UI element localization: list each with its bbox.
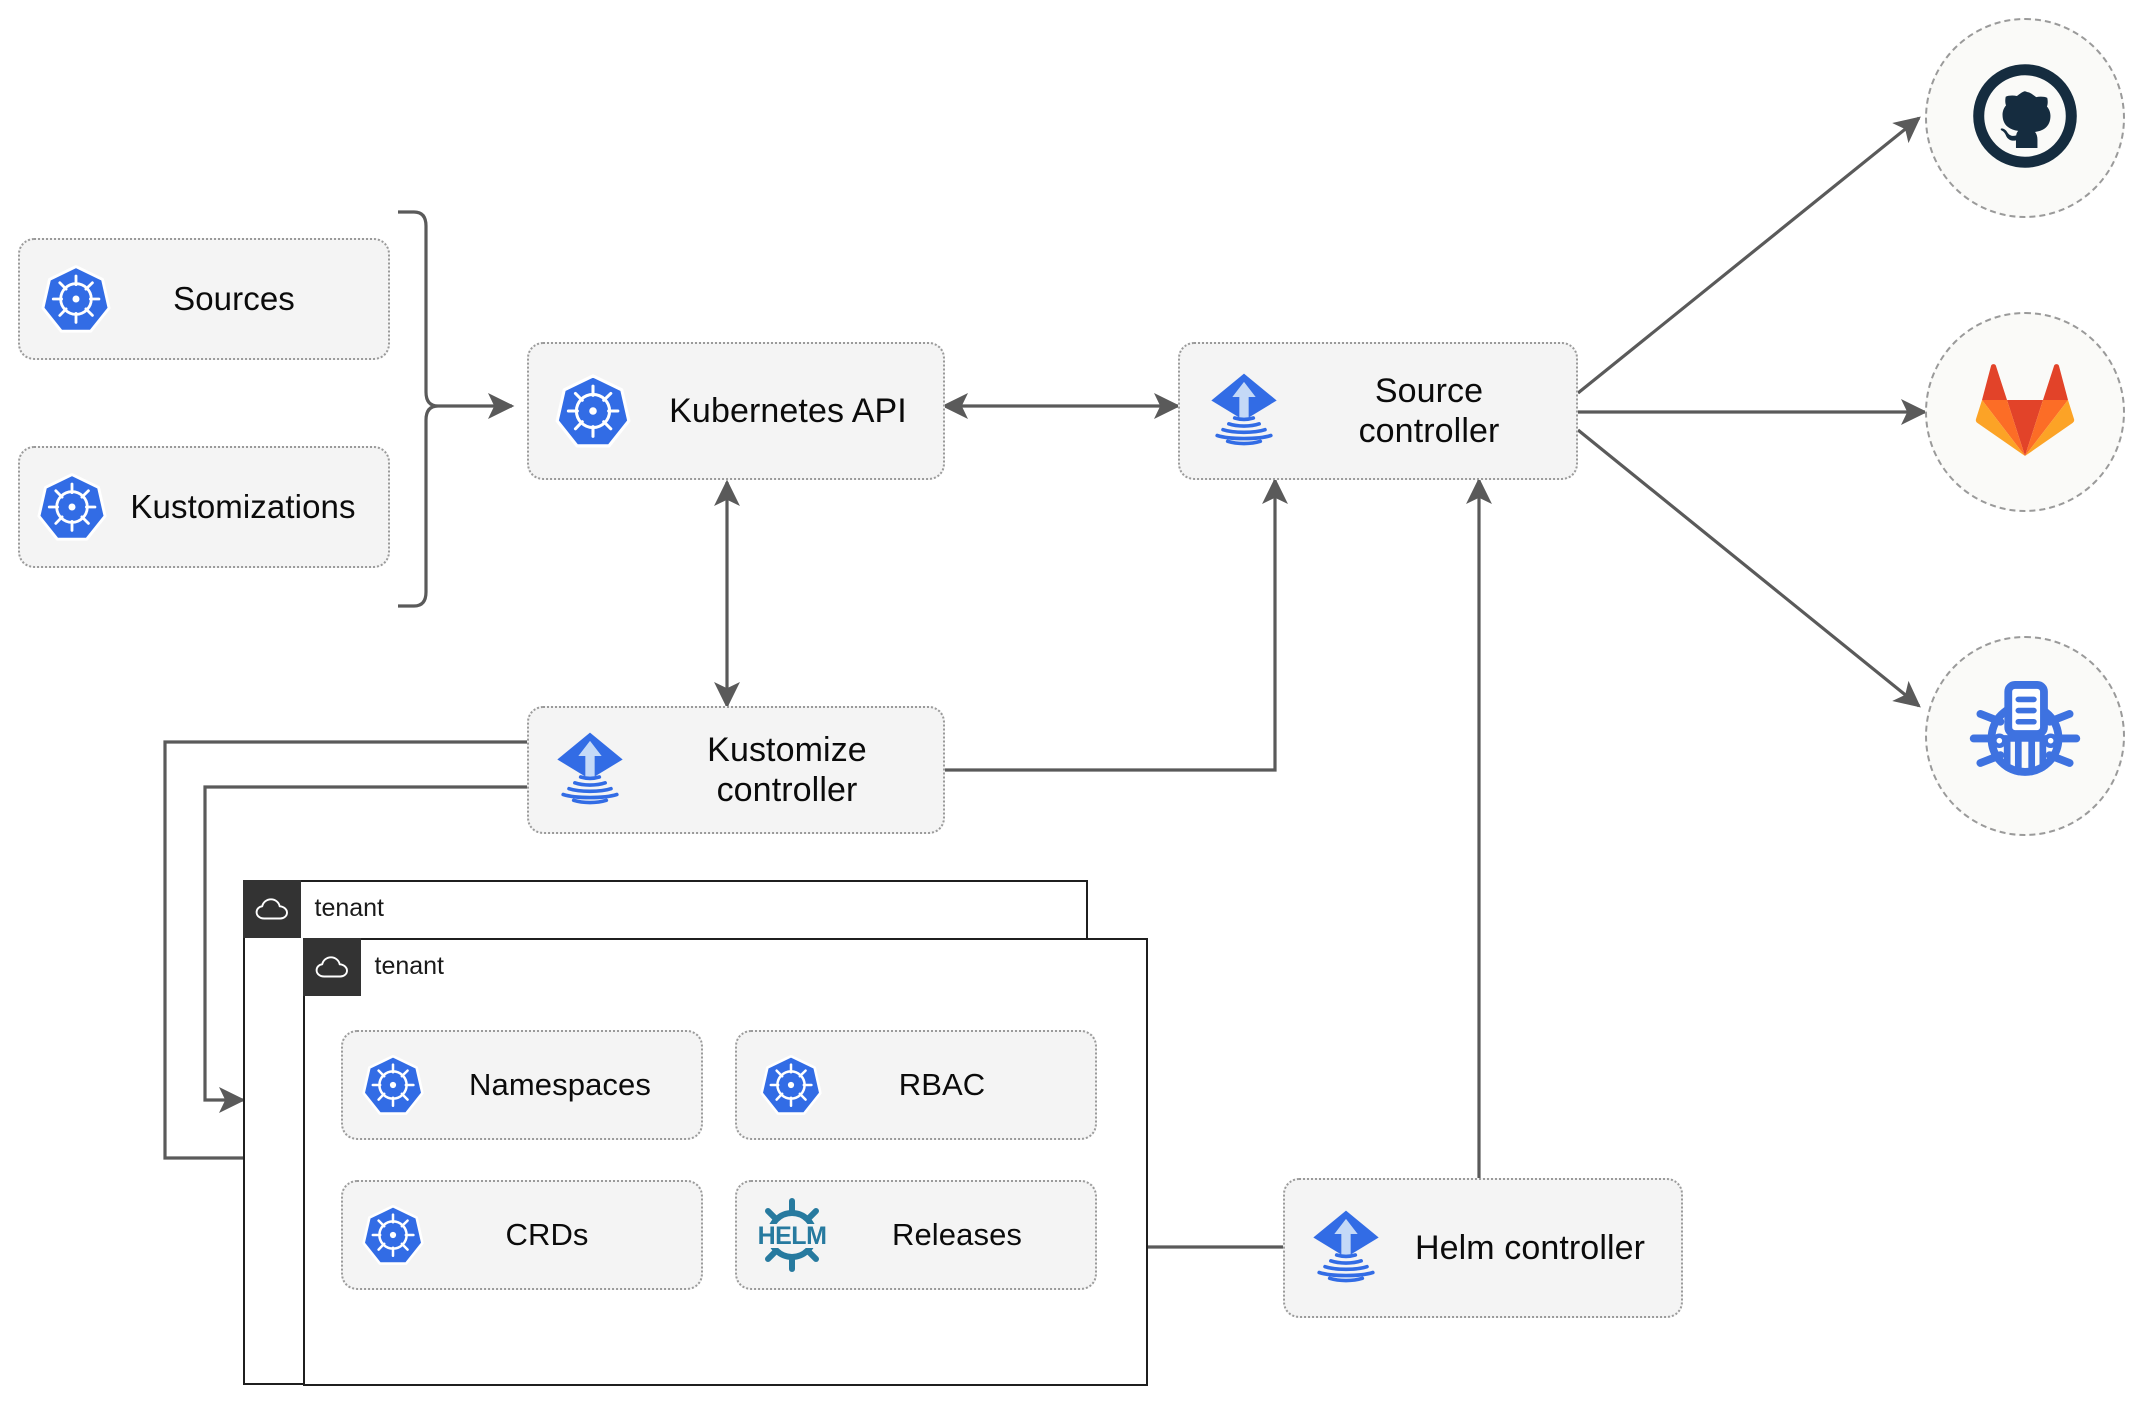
github-icon	[1971, 62, 2079, 175]
edge-source-to-helmrepo	[1576, 428, 1921, 708]
kubernetes-icon	[737, 1053, 845, 1117]
tenant-inner-tab: tenant	[302, 937, 445, 996]
edge-kustomize-to-tenant-outer	[163, 740, 528, 1171]
flux-icon	[529, 728, 651, 812]
node-sources-label: Sources	[173, 279, 295, 317]
node-kustomize-controller[interactable]: Kustomize controller	[527, 706, 945, 834]
node-namespaces-label: Namespaces	[469, 1066, 651, 1102]
cloud-icon	[302, 937, 361, 996]
flux-icon	[1180, 369, 1308, 453]
edge-kustomize-to-tenant-inner	[203, 785, 528, 1113]
registry-helm-repository[interactable]	[1925, 636, 2125, 836]
tenant-outer-label: tenant	[314, 894, 385, 922]
node-kustomizations[interactable]: Kustomizations	[18, 446, 390, 568]
node-kustomize-controller-label: Kustomize controller	[707, 730, 867, 809]
node-source-controller[interactable]: Source controller	[1178, 342, 1578, 480]
node-source-controller-label: Source controller	[1358, 371, 1500, 450]
kubernetes-icon	[529, 372, 657, 450]
node-crds-label: CRDs	[505, 1216, 589, 1252]
helm-logo-icon: HELM	[737, 1197, 847, 1273]
svg-text:HELM: HELM	[758, 1222, 827, 1250]
edge-source-to-github	[1576, 116, 1921, 395]
flux-icon	[1285, 1206, 1407, 1290]
tenant-inner-container: tenant	[302, 937, 1148, 1386]
kubernetes-icon	[20, 471, 124, 543]
registry-gitlab[interactable]	[1925, 312, 2125, 512]
group-bracket	[398, 210, 439, 608]
edge-kustomize-to-source	[944, 477, 1288, 772]
node-crds[interactable]: CRDs	[341, 1180, 703, 1290]
node-sources[interactable]: Sources	[18, 238, 390, 360]
node-releases-label: Releases	[891, 1216, 1023, 1252]
node-releases[interactable]: HELM Releases	[735, 1180, 1097, 1290]
kubernetes-icon	[343, 1203, 443, 1267]
cloud-icon	[242, 879, 301, 938]
node-helm-controller[interactable]: Helm controller	[1283, 1178, 1683, 1318]
node-rbac-label: RBAC	[898, 1066, 986, 1102]
node-kustomizations-label: Kustomizations	[130, 487, 356, 525]
gitlab-icon	[1973, 360, 2077, 465]
tenant-outer-tab: tenant	[242, 879, 385, 938]
tenant-inner-label: tenant	[374, 952, 445, 980]
node-kubernetes-api[interactable]: Kubernetes API	[527, 342, 945, 480]
kubernetes-icon	[20, 263, 132, 335]
kubernetes-icon	[343, 1053, 443, 1117]
node-kubernetes-api-label: Kubernetes API	[669, 391, 907, 430]
node-helm-controller-label: Helm controller	[1414, 1228, 1646, 1267]
registry-github[interactable]	[1925, 18, 2125, 218]
node-namespaces[interactable]: Namespaces	[341, 1030, 703, 1140]
node-rbac[interactable]: RBAC	[735, 1030, 1097, 1140]
helm-repository-icon	[1967, 676, 2083, 797]
